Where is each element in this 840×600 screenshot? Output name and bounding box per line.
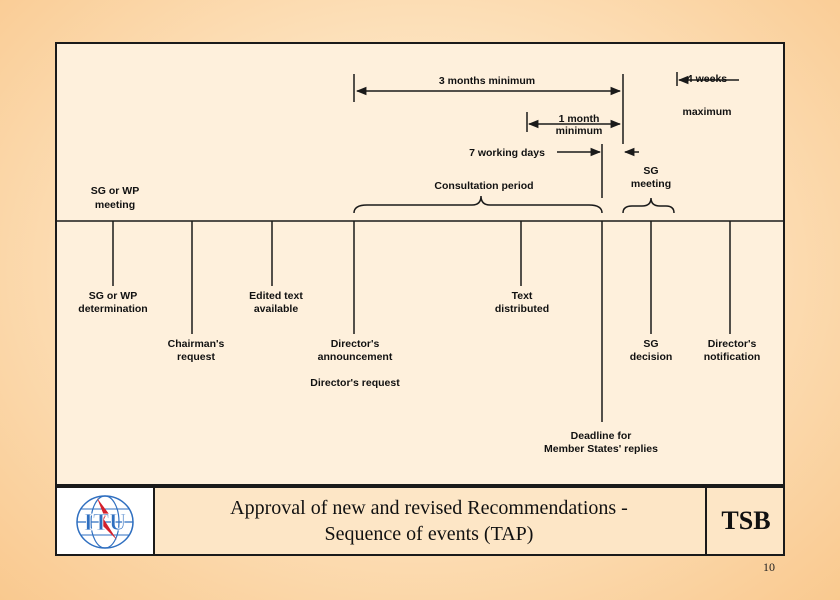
title-line-1: Approval of new and revised Recommendati…	[230, 497, 628, 519]
label-deadline-line: Deadline for	[571, 430, 632, 442]
label-text-distributed-line: distributed	[495, 303, 549, 315]
label-chairmans-request-line: request	[177, 351, 215, 363]
label-directors-announcement-line: announcement	[318, 351, 393, 363]
label-text-distributed-line: Text	[512, 290, 533, 302]
label-sg-meeting-line: SG	[643, 165, 658, 177]
label-seven-days-line: 7 working days	[469, 147, 545, 159]
label-edited-text-line: Edited text	[249, 290, 303, 302]
label-sg-wp-determination-line: determination	[78, 303, 147, 315]
label-one-month-line: 1 month	[559, 113, 600, 125]
label-sg-decision-line: decision	[630, 351, 673, 363]
footer-band: ITU Approval of new and revised Recommen…	[55, 486, 785, 556]
page-number: 10	[763, 560, 775, 574]
label-chairmans-request-line: Chairman's	[168, 338, 225, 350]
label-three-months: 3 months minimum	[439, 75, 535, 87]
itu-logo: ITU	[57, 488, 155, 554]
label-deadline-line: Member States' replies	[544, 443, 658, 455]
label-sg-wp-determination-line: SG or WP	[89, 290, 137, 302]
label-sg-meeting-line: meeting	[631, 178, 671, 190]
label-seven-days: 7 working days	[469, 147, 545, 159]
label-one-month-line: minimum	[556, 125, 603, 137]
title-line-2: Sequence of events (TAP)	[324, 523, 534, 545]
label-consultation-period-line: Consultation period	[434, 180, 533, 192]
label-consultation-period: Consultation period	[434, 180, 533, 192]
brace-sg-meeting	[622, 197, 675, 214]
label-three-months-line: 3 months minimum	[439, 75, 535, 87]
label-directors-request: Director's request	[310, 377, 400, 389]
label-four-weeks-line: maximum	[682, 106, 731, 118]
label-four-weeks: 4 weeks maximum	[682, 73, 731, 118]
label-directors-notification-line: Director's	[708, 338, 757, 350]
label-sg-wp-meeting-line: SG or WP	[91, 185, 139, 197]
itu-logo-text: ITU	[84, 510, 127, 536]
label-edited-text-line: available	[254, 303, 299, 315]
label-directors-announcement-line: Director's	[331, 338, 380, 350]
itu-logo-graphic: ITU	[76, 495, 134, 549]
label-sg-wp-meeting-line: meeting	[95, 199, 135, 211]
label-directors-notification-line: notification	[704, 351, 761, 363]
label-four-weeks-line: 4 weeks	[687, 73, 727, 85]
label-sg-wp-meeting: SG or WP meeting	[91, 185, 139, 211]
org-label: TSB	[705, 488, 785, 554]
label-sg-decision-line: SG	[643, 338, 658, 350]
slide-title: Approval of new and revised Recommendati…	[153, 488, 705, 554]
brace-consultation	[353, 195, 603, 214]
label-directors-request-line: Director's request	[310, 377, 400, 389]
